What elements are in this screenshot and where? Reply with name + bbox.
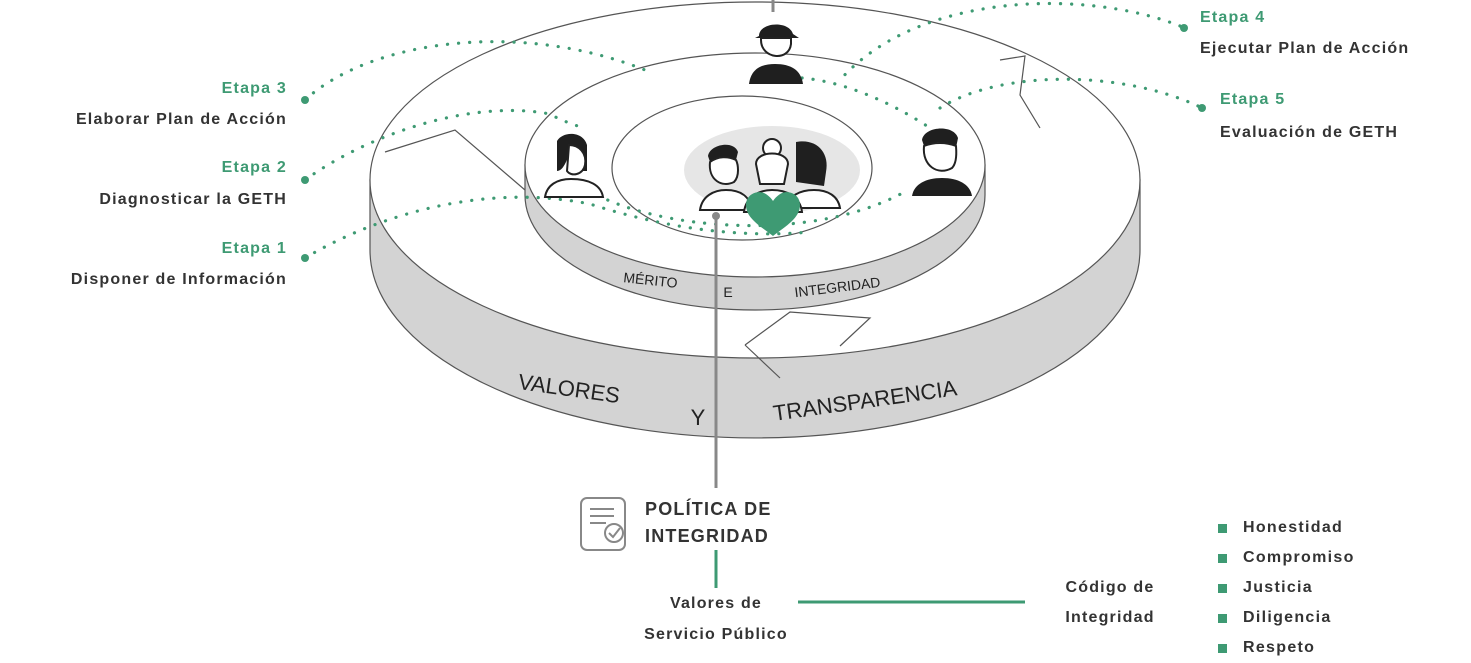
value-item: Compromiso — [1218, 543, 1355, 573]
bullet-icon — [1218, 583, 1227, 593]
value-item: Respeto — [1218, 633, 1355, 663]
stage-end-dots — [301, 24, 1206, 262]
connector-stage-5 — [938, 77, 1200, 110]
bullet-icon — [1218, 613, 1227, 623]
value-label: Diligencia — [1243, 609, 1332, 626]
stage-5-description: Evaluación de GETH — [1220, 124, 1399, 141]
integrity-values-list: Honestidad Compromiso Justicia Diligenci… — [1218, 513, 1355, 663]
connector-stage-2 — [303, 108, 587, 182]
checklist-document-icon — [580, 497, 626, 551]
bullet-icon — [1218, 523, 1227, 533]
stage-3-title: Etapa 3 — [221, 80, 287, 97]
connector-pin-dot — [712, 212, 720, 220]
integrity-code-line-1: Código de — [1065, 579, 1155, 596]
stage-2-description: Diagnosticar la GETH — [99, 191, 287, 208]
public-values-line-1: Valores de — [669, 595, 763, 612]
bullet-icon — [1218, 643, 1227, 653]
stage-1-description: Disponer de Información — [70, 271, 287, 288]
value-label: Justicia — [1243, 579, 1313, 596]
stage-3-description: Elaborar Plan de Acción — [75, 111, 287, 128]
person-icon — [749, 24, 803, 84]
integrity-code-line-2: Integridad — [1065, 609, 1155, 626]
policy-title-line-2: INTEGRIDAD — [645, 526, 769, 546]
stage-4-description: Ejecutar Plan de Acción — [1200, 40, 1410, 57]
value-item: Honestidad — [1218, 513, 1355, 543]
bullet-icon — [1218, 553, 1227, 563]
public-values-line-2: Servicio Público — [644, 626, 788, 643]
stage-1-title: Etapa 1 — [221, 240, 287, 257]
heart-icon — [746, 192, 800, 236]
inner-band-word-2: E — [723, 284, 732, 300]
connector-stage-4 — [838, 1, 1182, 82]
inner-band-word-1: MÉRITO — [623, 269, 679, 291]
person-icon — [912, 128, 972, 196]
value-label: Respeto — [1243, 639, 1316, 656]
stage-4-title: Etapa 4 — [1200, 9, 1266, 26]
value-item: Diligencia — [1218, 603, 1355, 633]
person-icon — [543, 133, 605, 198]
connector-inner-arc — [586, 188, 910, 228]
value-label: Honestidad — [1243, 519, 1344, 536]
connector-stage-1 — [303, 195, 812, 260]
policy-title-line-1: POLÍTICA DE — [645, 499, 772, 519]
outer-band-word-2: Y — [691, 405, 706, 430]
stage-2-title: Etapa 2 — [221, 159, 287, 176]
value-item: Justicia — [1218, 573, 1355, 603]
stage-connectors — [303, 1, 1200, 260]
stage-5-title: Etapa 5 — [1220, 91, 1286, 108]
value-label: Compromiso — [1243, 549, 1355, 566]
integrity-policy-title: POLÍTICA DE INTEGRIDAD — [645, 496, 772, 550]
